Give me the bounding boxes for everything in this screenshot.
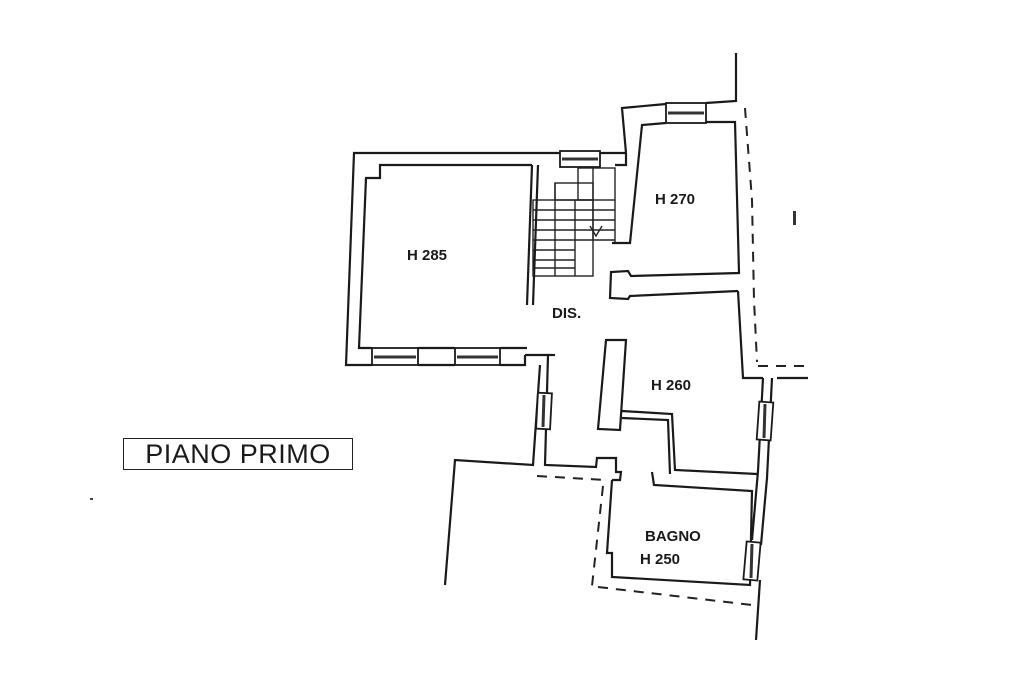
boundary-dashed-right	[744, 107, 758, 363]
stair-arrow-icon	[589, 225, 603, 238]
room-middle-right-walls	[596, 290, 808, 641]
room-top-right-walls	[608, 53, 741, 301]
boundary-dashed-lower-left	[591, 485, 604, 587]
boundary-dashed-lower-bottom	[597, 586, 753, 606]
corridor-walls	[443, 353, 754, 587]
window-top-stair	[559, 150, 601, 168]
mark-speck	[793, 211, 796, 225]
window-corridor	[535, 391, 553, 431]
room-label-middle-right: H 260	[651, 377, 691, 394]
scan-speck	[90, 498, 93, 500]
window-middle-right-room	[755, 400, 775, 442]
window-top-right-room	[665, 102, 707, 124]
room-label-left: H 285	[407, 247, 447, 264]
plan-title-box: PIANO PRIMO	[123, 438, 353, 470]
room-label-corridor: DIS.	[552, 305, 581, 322]
staircase	[532, 167, 616, 277]
boundary-dashed-lower-top	[536, 475, 606, 481]
room-left-walls	[344, 151, 626, 367]
room-label-bathroom: BAGNO	[645, 528, 701, 545]
room-label-top-right: H 270	[655, 191, 695, 208]
plan-title: PIANO PRIMO	[145, 438, 331, 469]
window-bottom-left-2	[454, 347, 501, 366]
window-bottom-left-1	[371, 347, 419, 366]
room-height-bathroom: H 250	[640, 551, 680, 568]
window-bathroom	[742, 540, 762, 582]
